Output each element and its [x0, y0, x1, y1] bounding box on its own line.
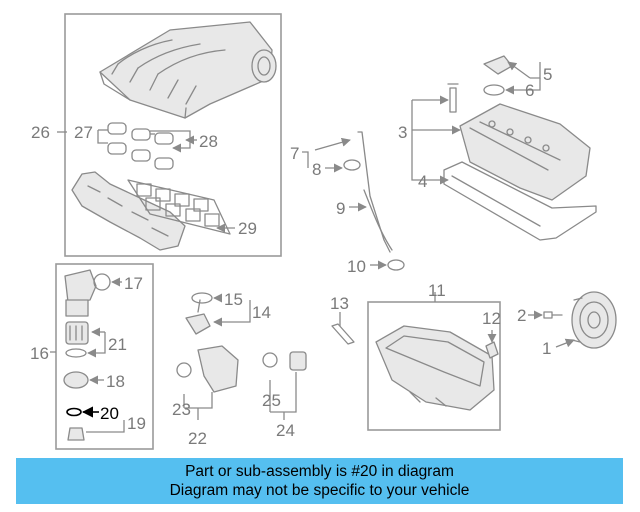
valve-cover-group [411, 55, 597, 241]
callout-18: 18 [106, 372, 125, 391]
callout-9: 9 [336, 199, 345, 218]
intake-manifold-group [57, 13, 282, 257]
callout-25: 25 [262, 391, 281, 410]
part-20-oring[interactable] [66, 406, 99, 418]
oil-adapter-group [176, 292, 307, 420]
callout-14: 14 [252, 303, 271, 322]
dipstick-group [302, 131, 405, 271]
callout-6: 6 [525, 81, 534, 100]
callout-2: 2 [517, 306, 526, 325]
callout-16: 16 [30, 344, 49, 363]
callout-11: 11 [428, 281, 446, 300]
callout-10: 10 [347, 257, 366, 276]
info-banner: Part or sub-assembly is #20 in diagram D… [16, 458, 623, 504]
callout-8: 8 [312, 160, 321, 179]
callout-29: 29 [238, 219, 257, 238]
callout-12: 12 [482, 309, 501, 328]
callout-27: 27 [74, 123, 93, 142]
callout-24: 24 [276, 421, 295, 440]
callout-23: 23 [172, 400, 191, 419]
crank-pulley-group [528, 291, 617, 349]
gaskets-27-28 [107, 122, 174, 170]
callout-1: 1 [542, 339, 551, 358]
callout-4: 4 [418, 172, 427, 191]
callout-28: 28 [199, 132, 218, 151]
parts-diagram: 26 27 28 29 5 6 3 4 7 8 9 10 11 12 13 2 … [30, 13, 617, 450]
oil-filter-group [50, 263, 154, 450]
callout-5: 5 [543, 65, 552, 84]
callout-13: 13 [330, 294, 349, 313]
callout-17: 17 [124, 274, 143, 293]
callout-15: 15 [224, 290, 243, 309]
callout-22: 22 [188, 429, 207, 448]
callout-21: 21 [108, 335, 127, 354]
callout-20[interactable]: 20 [100, 404, 119, 423]
callout-7: 7 [290, 144, 299, 163]
lower-manifold-drawing [71, 171, 231, 251]
callout-19: 19 [127, 414, 146, 433]
callout-3: 3 [398, 123, 407, 142]
banner-line-1: Part or sub-assembly is #20 in diagram [185, 463, 454, 480]
valve-cover-drawing [443, 103, 597, 241]
intake-manifold-drawing [99, 21, 277, 119]
oil-pan-group [331, 292, 501, 431]
callout-26: 26 [31, 123, 50, 142]
banner-line-2: Diagram may not be specific to your vehi… [169, 482, 470, 499]
